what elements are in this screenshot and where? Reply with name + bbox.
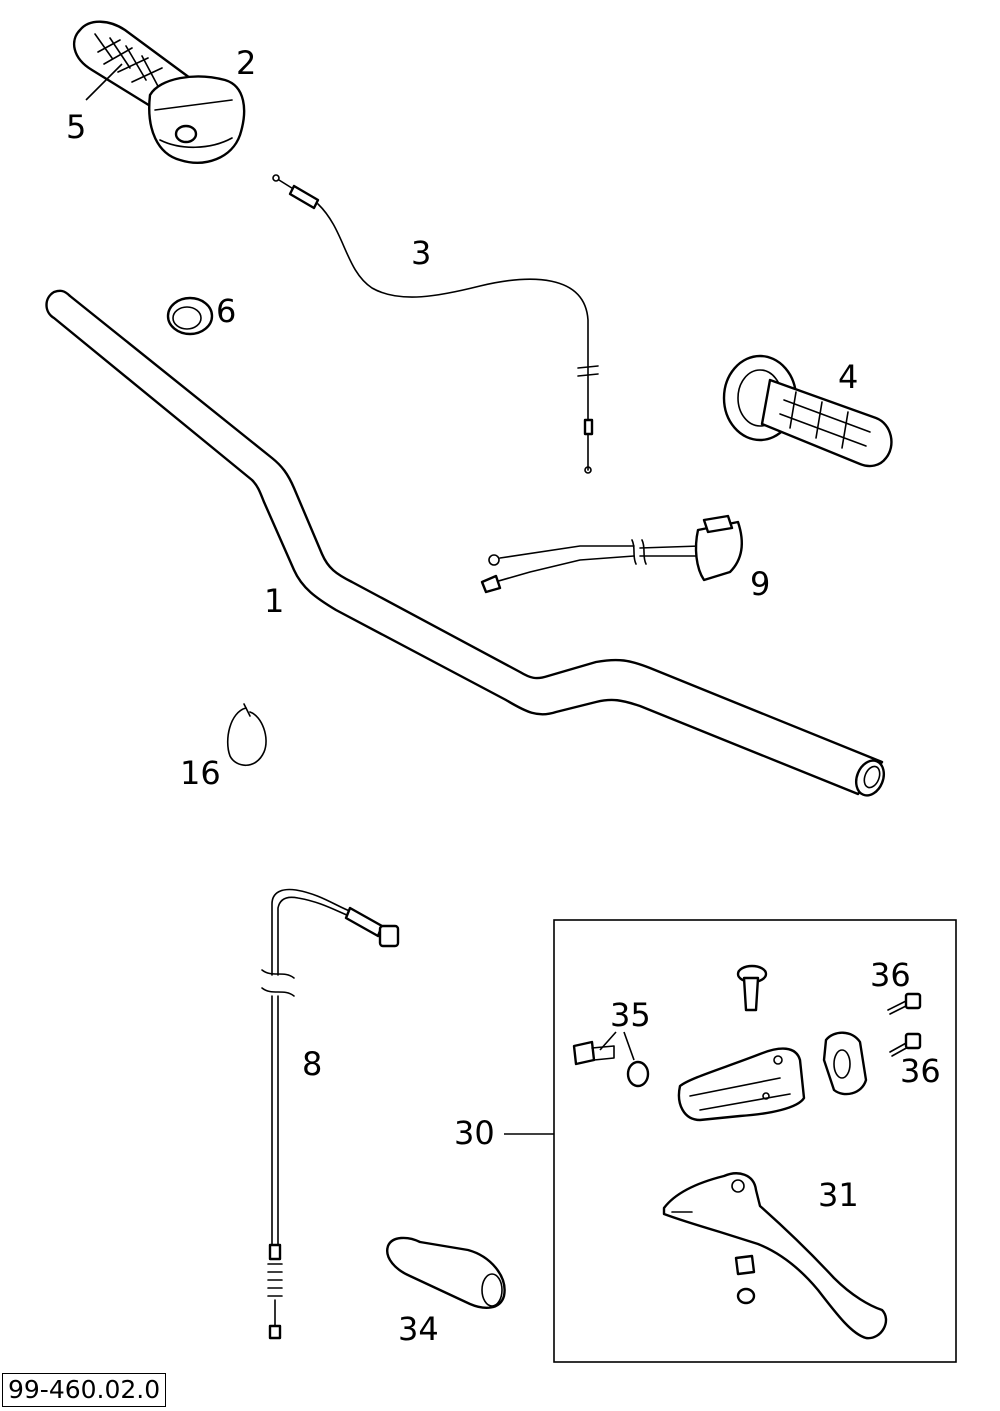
- callout-16: 16: [180, 754, 221, 792]
- clamp-half: [822, 1031, 868, 1096]
- callout-3: 3: [411, 234, 431, 272]
- clamp-bolt-lower: [889, 1032, 922, 1057]
- callout-36-upper: 36: [870, 956, 911, 994]
- drawing-number: 99-460.02.0: [2, 1373, 167, 1407]
- lever-bracket: [677, 1047, 806, 1122]
- callout-1: 1: [264, 582, 284, 620]
- cable-clip: [226, 703, 267, 767]
- callout-30: 30: [454, 1114, 495, 1152]
- ring-part: [166, 296, 214, 336]
- pivot-bolt: [736, 964, 768, 1012]
- callout-34: 34: [398, 1310, 439, 1348]
- lever-boot: [386, 1236, 506, 1309]
- callout-8: 8: [302, 1045, 322, 1083]
- handlebar: [45, 289, 886, 797]
- callout-6: 6: [216, 292, 236, 330]
- callout-31: 31: [818, 1176, 859, 1214]
- throttle-grip-assembly: [72, 20, 246, 164]
- clamp-bolt-upper: [887, 992, 922, 1015]
- throttle-cable: [272, 174, 599, 474]
- callout-36-lower: 36: [900, 1052, 941, 1090]
- callout-35: 35: [610, 996, 651, 1034]
- callout-4: 4: [838, 358, 858, 396]
- callout-9: 9: [750, 565, 770, 603]
- pivot-nut: [734, 1254, 756, 1305]
- callout-2: 2: [236, 44, 256, 82]
- lever: [662, 1172, 888, 1340]
- clutch-cable: [261, 888, 400, 1340]
- adjuster-screw: [572, 1031, 650, 1088]
- leader-line-5: [85, 63, 123, 101]
- assembly-box-30: [553, 919, 957, 1363]
- kill-switch: [480, 514, 743, 594]
- left-grip: [722, 354, 893, 468]
- callout-5: 5: [66, 108, 86, 146]
